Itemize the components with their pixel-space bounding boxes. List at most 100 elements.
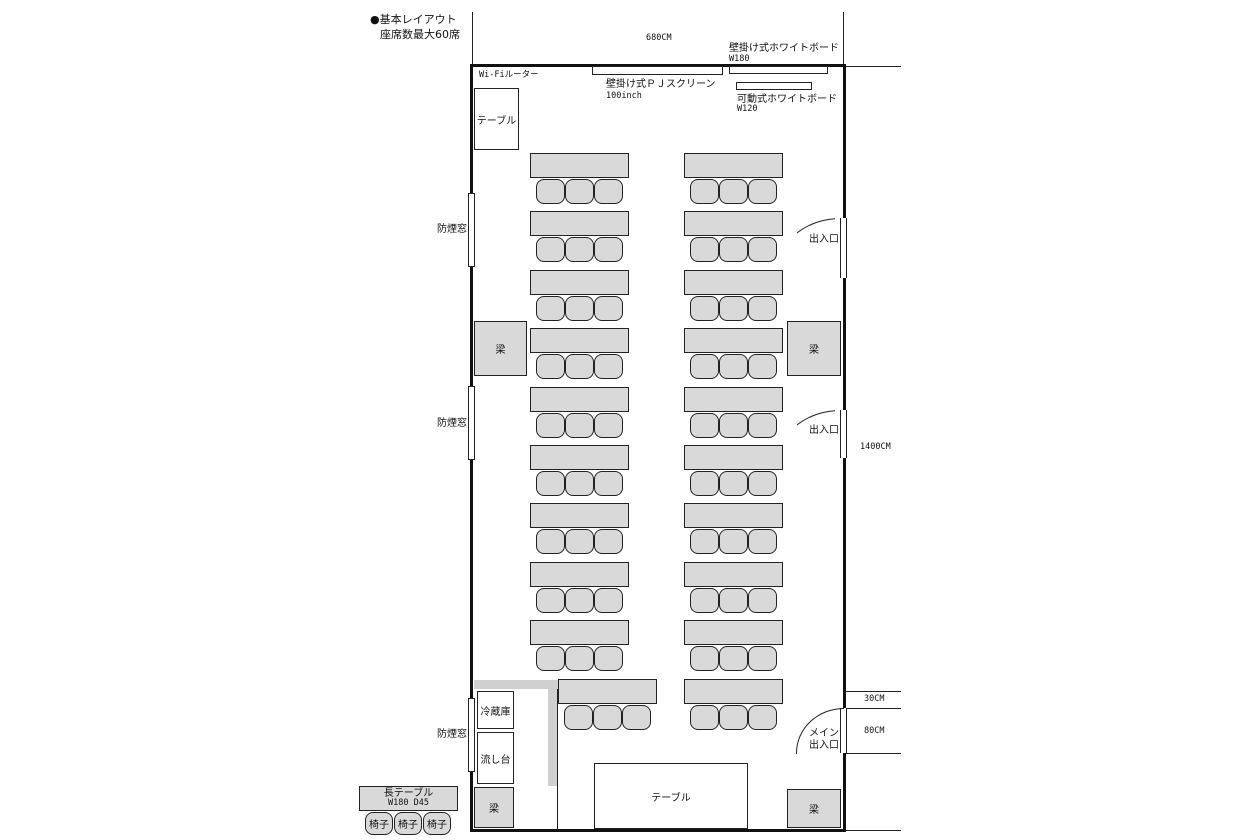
chair (719, 529, 748, 555)
sink-label: 流し台 (480, 754, 511, 766)
chair (748, 471, 777, 496)
chair (748, 529, 777, 555)
side-table: テーブル (474, 88, 519, 150)
chair (690, 471, 719, 496)
chair (748, 295, 777, 321)
chair (536, 471, 565, 496)
chair (536, 412, 565, 438)
long-table (684, 269, 783, 295)
door-dim-line-2 (843, 708, 901, 709)
chair (594, 354, 623, 380)
key-chair-label: 椅子 (427, 820, 447, 831)
chair (536, 179, 565, 204)
main-entrance-label-2: 出入口 (809, 740, 839, 751)
long-table (684, 153, 783, 178)
chair (748, 412, 777, 438)
chair (565, 646, 594, 672)
chair (536, 237, 565, 263)
chair (748, 587, 777, 613)
kitchen-counter-side (548, 680, 557, 786)
chair (565, 471, 594, 496)
chair (594, 412, 623, 438)
beam-left-middle: 梁 (474, 321, 527, 376)
chair (690, 587, 719, 613)
chair (594, 295, 623, 321)
door-offset-dimension: 30CM (864, 694, 885, 704)
chair (719, 704, 748, 730)
chair (565, 412, 594, 438)
smoke-window-2 (468, 386, 475, 460)
long-table (684, 561, 783, 587)
chair (565, 587, 594, 613)
mobile-whiteboard-size: W120 (737, 104, 758, 114)
chair (622, 704, 651, 730)
long-table (530, 269, 629, 295)
door-width-dimension: 80CM (864, 726, 885, 736)
key-chair-1: 椅子 (365, 812, 393, 835)
beam-label: 梁 (495, 345, 506, 356)
wall-whiteboard-size: W180 (729, 54, 750, 64)
long-table (684, 328, 783, 354)
long-table (530, 328, 629, 354)
room-walls (470, 64, 846, 832)
long-table (684, 211, 783, 237)
refrigerator-label: 冷蔵庫 (480, 706, 511, 718)
pj-screen-size: 100inch (606, 91, 642, 101)
chair (565, 295, 594, 321)
door-dim-line-1 (843, 691, 901, 692)
chair (719, 646, 748, 672)
legend-title: ●基本レイアウト (370, 13, 457, 26)
dim-ext-right (843, 12, 844, 64)
chair (594, 646, 623, 672)
chair (719, 412, 748, 438)
mobile-whiteboard (736, 82, 812, 90)
smoke-window-3 (468, 698, 475, 772)
dim-ext-left (472, 12, 473, 64)
long-table (530, 503, 629, 529)
side-table-label: テーブル (476, 115, 517, 127)
beam-right-bottom: 梁 (787, 789, 841, 828)
legend-seat-count: 座席数最大60席 (380, 28, 460, 41)
key-chair-3: 椅子 (423, 812, 451, 835)
long-table (684, 678, 783, 704)
pj-screen (592, 66, 723, 75)
chair (593, 704, 622, 730)
chair (536, 587, 565, 613)
long-table (684, 386, 783, 412)
key-long-table: 長テーブル W180 D45 (359, 786, 458, 811)
height-dimension: 1400CM (860, 442, 891, 452)
long-table (684, 445, 783, 470)
chair (690, 354, 719, 380)
smoke-window-label-1: 防煙窓 (437, 224, 467, 235)
wall-whiteboard (729, 66, 828, 74)
chair (565, 237, 594, 263)
kitchen-counter-top (474, 680, 558, 689)
chair (719, 295, 748, 321)
partition-line (557, 689, 558, 829)
long-table (530, 211, 629, 237)
main-entrance-label-1: メイン (809, 728, 839, 739)
long-table (530, 153, 629, 178)
chair (690, 529, 719, 555)
bottom-table-label: テーブル (651, 792, 691, 804)
sink: 流し台 (477, 732, 514, 784)
width-dimension: 680CM (646, 33, 672, 43)
chair (565, 179, 594, 204)
beam-label: 梁 (809, 345, 819, 356)
long-table (530, 561, 629, 587)
bottom-table: テーブル (594, 763, 748, 829)
chair (536, 529, 565, 555)
dim-ext-bottom-right (843, 830, 901, 831)
entrance-label-2: 出入口 (809, 425, 839, 436)
chair (690, 704, 719, 730)
key-chair-label: 椅子 (398, 820, 418, 831)
long-table (530, 386, 629, 412)
chair (690, 237, 719, 263)
key-long-table-size: W180 D45 (388, 798, 429, 809)
beam-left-bottom: 梁 (474, 787, 514, 828)
mobile-whiteboard-label: 可動式ホワイトボード (737, 94, 837, 105)
chair (594, 179, 623, 204)
door-2 (840, 410, 847, 458)
chair (690, 412, 719, 438)
chair (594, 237, 623, 263)
